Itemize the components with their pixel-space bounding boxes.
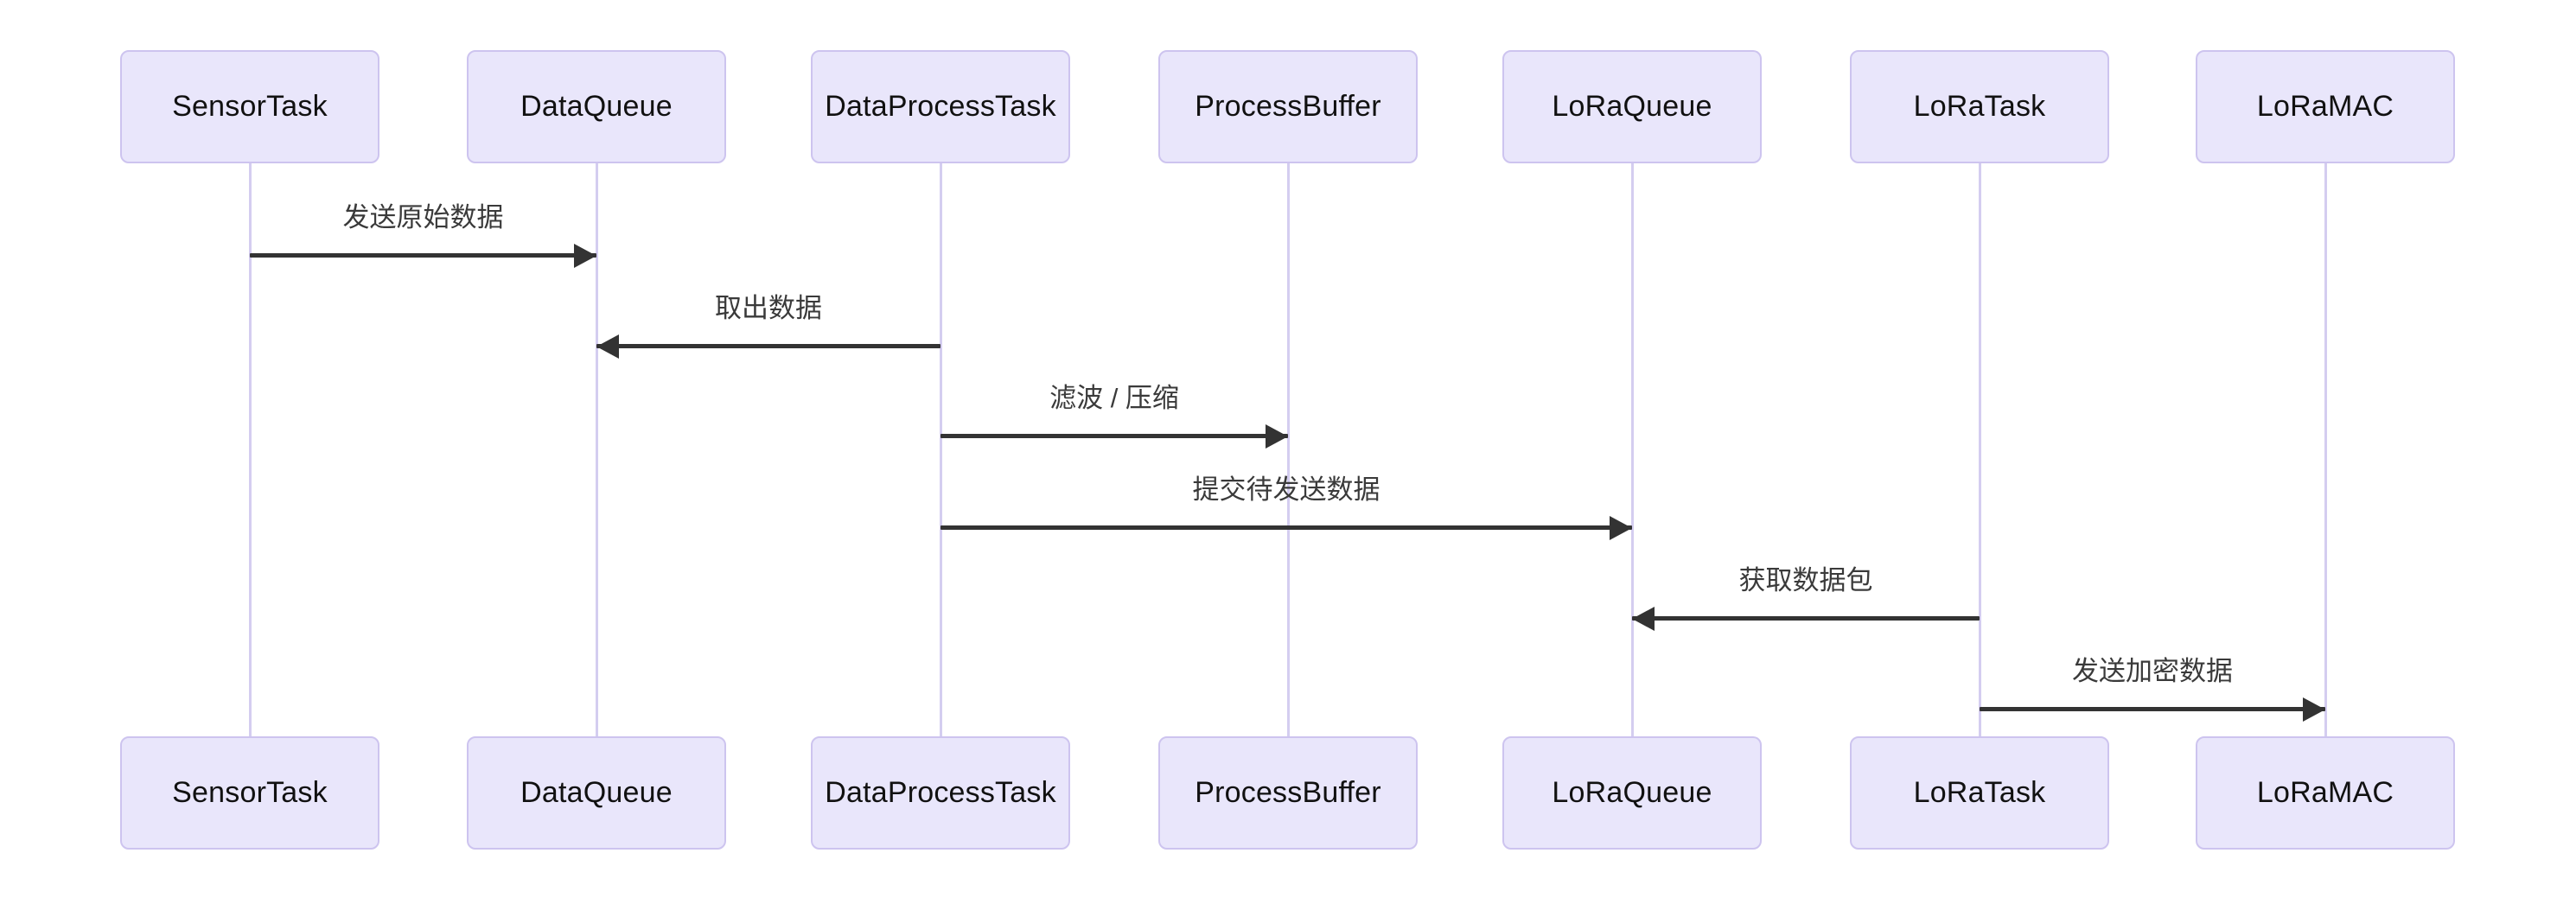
participant-label-data-queue: DataQueue	[520, 90, 673, 123]
participant-footer-process-buffer[interactable]: ProcessBuffer	[1158, 736, 1418, 850]
participant-footer-lora-task[interactable]: LoRaTask	[1850, 736, 2109, 850]
message-arrowhead-icon-msg-filter-compress	[1266, 424, 1288, 449]
participant-label-sensor-task: SensorTask	[172, 776, 328, 809]
participant-footer-data-process-task[interactable]: DataProcessTask	[811, 736, 1070, 850]
message-line-msg-fetch-data	[596, 344, 940, 348]
participant-footer-data-queue[interactable]: DataQueue	[467, 736, 726, 850]
participant-header-lora-queue[interactable]: LoRaQueue	[1502, 50, 1762, 163]
message-arrowhead-icon-msg-send-raw-data	[574, 244, 596, 268]
participant-label-data-queue: DataQueue	[520, 776, 673, 809]
participant-label-sensor-task: SensorTask	[172, 90, 328, 123]
message-arrowhead-icon-msg-submit-pending-data	[1610, 516, 1632, 540]
participant-label-process-buffer: ProcessBuffer	[1195, 90, 1381, 123]
lifeline-process-buffer	[1287, 163, 1290, 736]
participant-label-lora-mac: LoRaMAC	[2256, 90, 2394, 123]
message-label-msg-fetch-data: 取出数据	[715, 293, 822, 323]
participant-label-lora-queue: LoRaQueue	[1552, 90, 1712, 123]
participant-label-lora-mac: LoRaMAC	[2256, 776, 2394, 809]
participant-label-lora-task: LoRaTask	[1913, 90, 2046, 123]
participant-label-process-buffer: ProcessBuffer	[1195, 776, 1381, 809]
participant-header-process-buffer[interactable]: ProcessBuffer	[1158, 50, 1418, 163]
message-line-msg-submit-pending-data	[940, 525, 1632, 530]
lifeline-sensor-task	[249, 163, 252, 736]
message-label-msg-send-encrypted-data: 发送加密数据	[2072, 656, 2233, 686]
lifeline-lora-queue	[1631, 163, 1634, 736]
participant-footer-lora-mac[interactable]: LoRaMAC	[2196, 736, 2455, 850]
participant-label-lora-queue: LoRaQueue	[1552, 776, 1712, 809]
message-label-msg-submit-pending-data: 提交待发送数据	[1192, 474, 1380, 505]
message-line-msg-send-encrypted-data	[1980, 707, 2325, 711]
participant-header-data-process-task[interactable]: DataProcessTask	[811, 50, 1070, 163]
message-line-msg-send-raw-data	[250, 253, 596, 258]
message-label-msg-send-raw-data: 发送原始数据	[342, 202, 504, 232]
lifeline-data-process-task	[940, 163, 942, 736]
participant-footer-lora-queue[interactable]: LoRaQueue	[1502, 736, 1762, 850]
message-line-msg-get-packet	[1632, 616, 1980, 621]
lifeline-lora-task	[1979, 163, 1981, 736]
message-label-msg-filter-compress: 滤波 / 压缩	[1049, 383, 1179, 413]
participant-label-lora-task: LoRaTask	[1913, 776, 2046, 809]
participant-header-data-queue[interactable]: DataQueue	[467, 50, 726, 163]
message-label-msg-get-packet: 获取数据包	[1738, 565, 1873, 595]
message-arrowhead-icon-msg-fetch-data	[596, 334, 619, 359]
participant-label-data-process-task: DataProcessTask	[825, 90, 1056, 123]
participant-header-sensor-task[interactable]: SensorTask	[120, 50, 379, 163]
lifeline-data-queue	[596, 163, 598, 736]
message-arrowhead-icon-msg-send-encrypted-data	[2303, 697, 2325, 722]
participant-header-lora-mac[interactable]: LoRaMAC	[2196, 50, 2455, 163]
message-line-msg-filter-compress	[940, 434, 1288, 438]
message-arrowhead-icon-msg-get-packet	[1632, 607, 1655, 631]
participant-footer-sensor-task[interactable]: SensorTask	[120, 736, 379, 850]
participant-header-lora-task[interactable]: LoRaTask	[1850, 50, 2109, 163]
participant-label-data-process-task: DataProcessTask	[825, 776, 1056, 809]
lifeline-lora-mac	[2324, 163, 2327, 736]
